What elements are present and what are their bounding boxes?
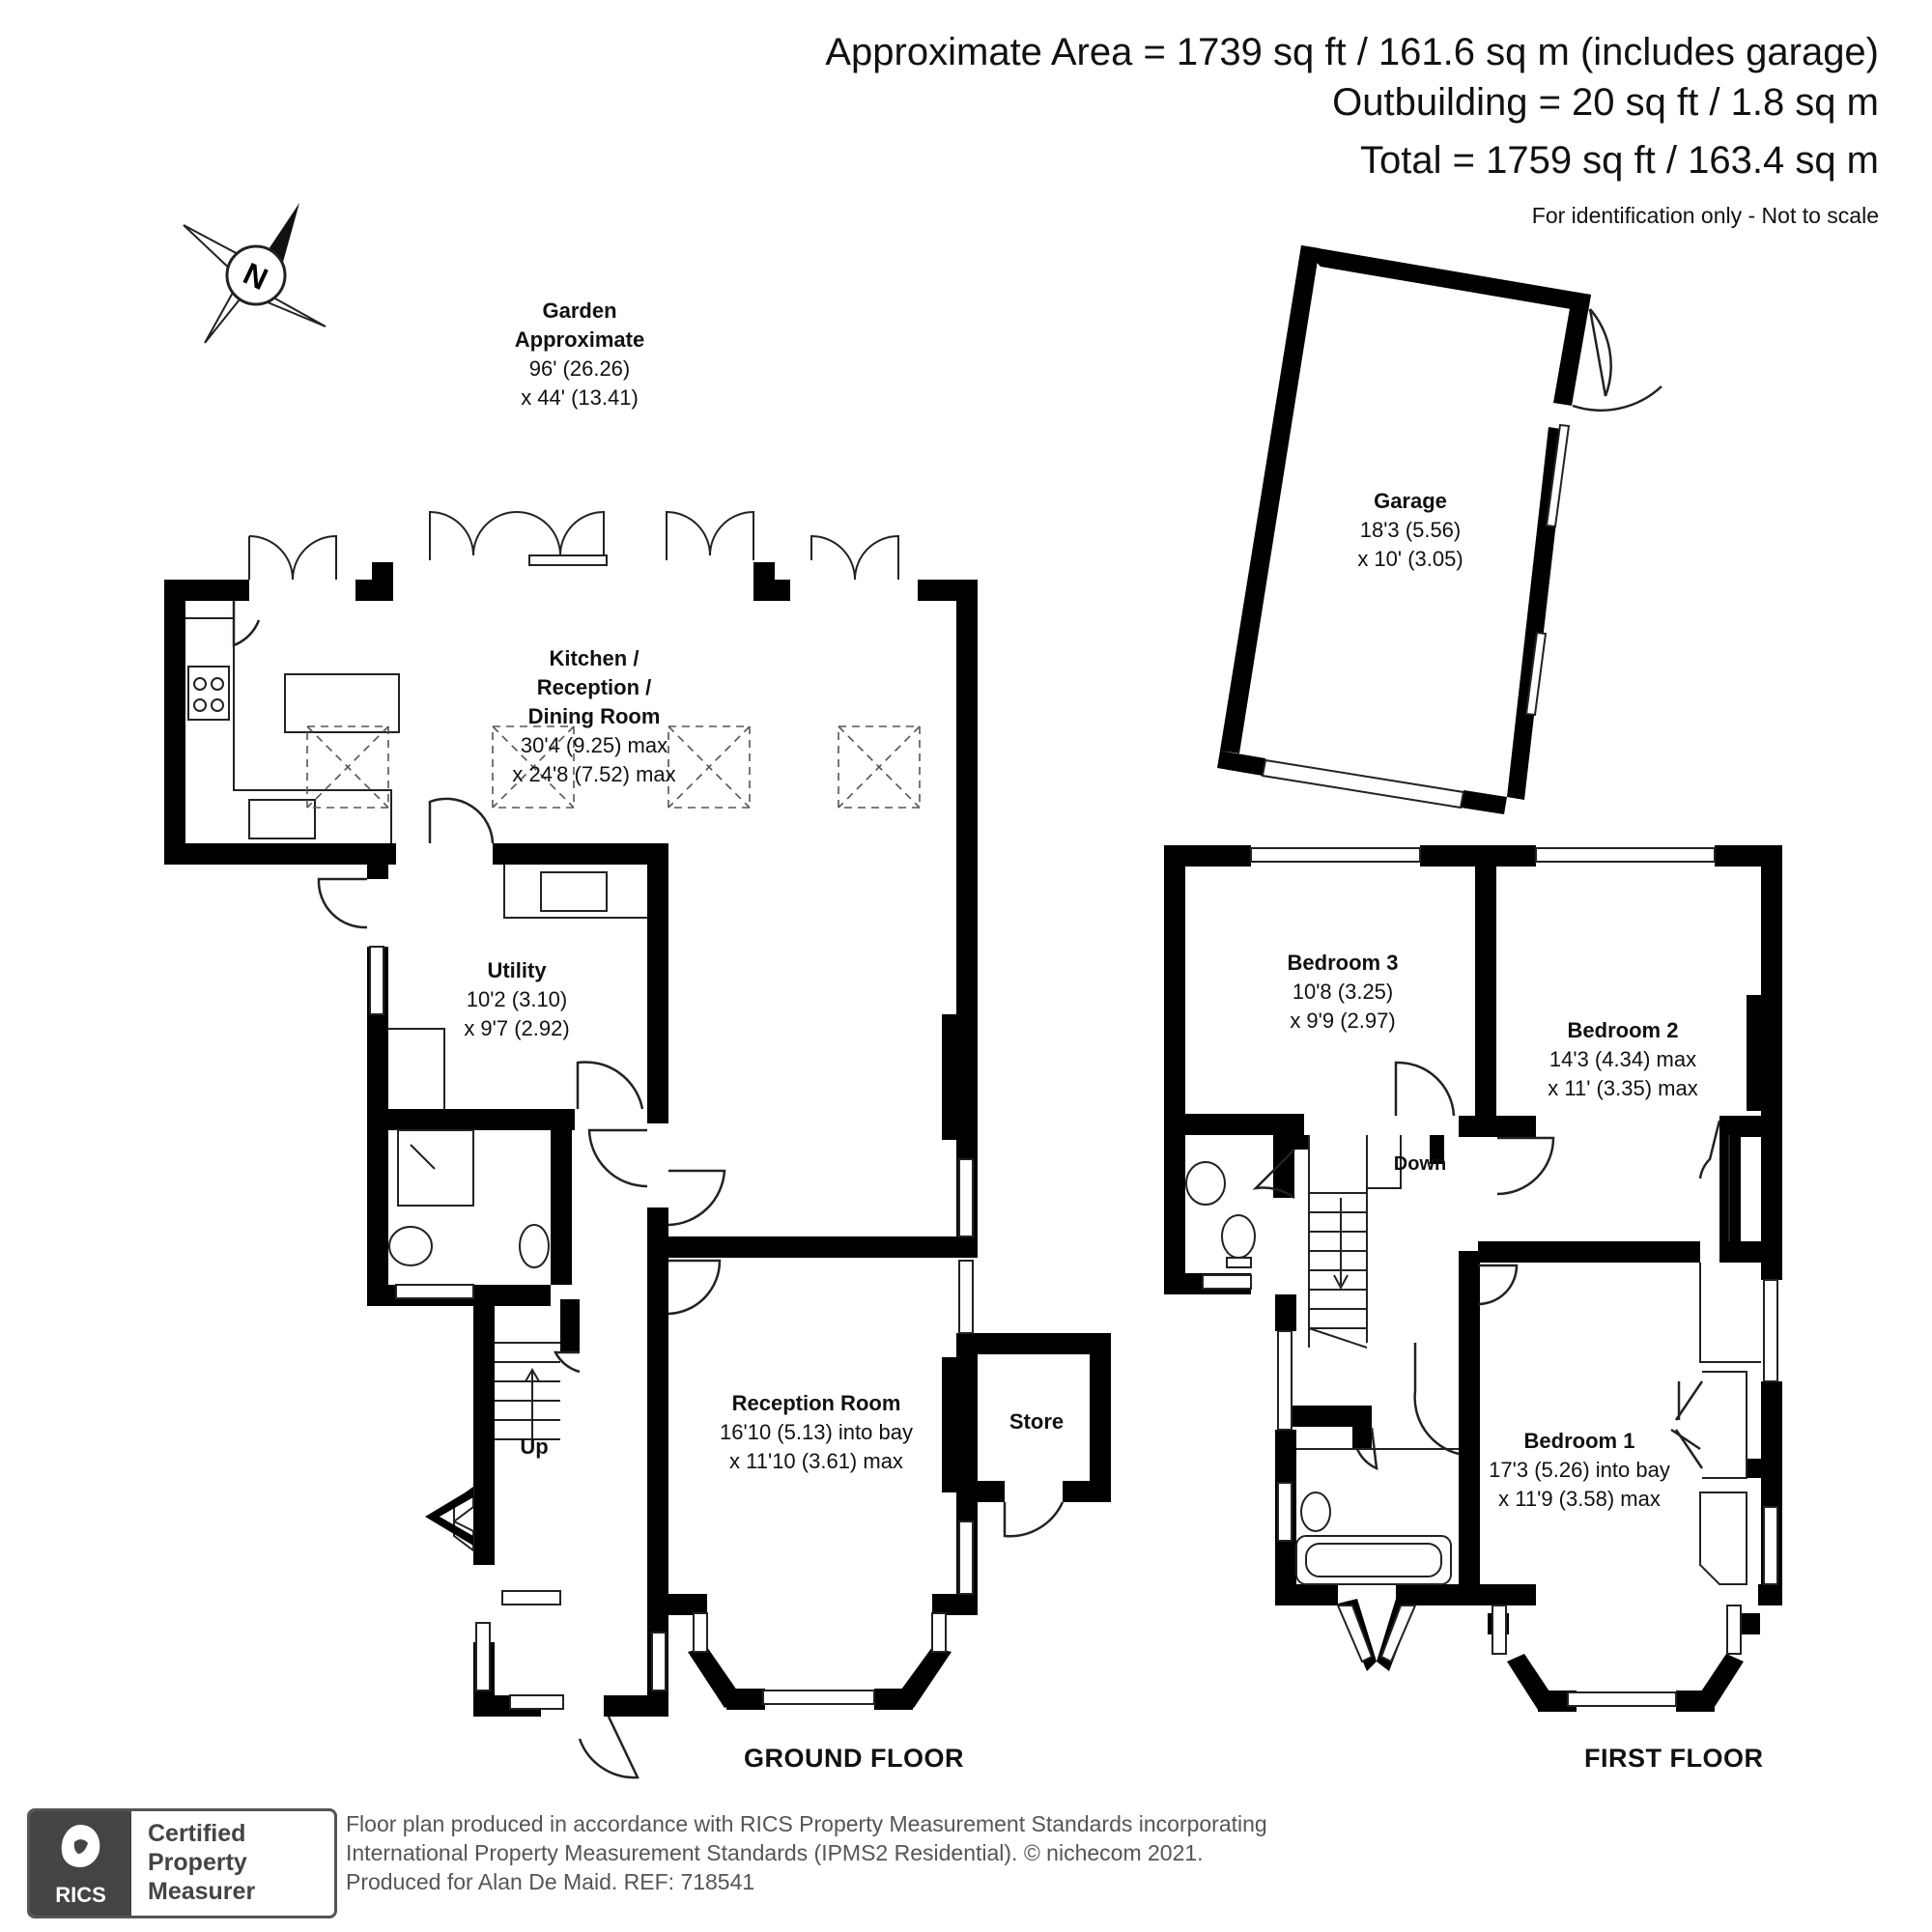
- store-label: Store: [983, 1407, 1090, 1436]
- certified-line: Certified: [148, 1820, 246, 1847]
- garden-title: Garden: [542, 298, 617, 323]
- garage-label: Garage 18'3 (5.56) x 10' (3.05): [1294, 487, 1526, 574]
- room-dimension: 10'2 (3.10): [466, 987, 568, 1011]
- room-dimension: 14'3 (4.34) max: [1548, 1047, 1697, 1071]
- outbuilding-area-text: Outbuilding = 20 sq ft / 1.8 sq m: [1332, 81, 1879, 124]
- garage-walls: [1217, 245, 1591, 814]
- skylights: [306, 725, 921, 809]
- footer-line: Floor plan produced in accordance with R…: [346, 1811, 1267, 1836]
- room-name: Reception Room: [731, 1391, 901, 1415]
- rics-logo: RICS: [30, 1811, 131, 1916]
- room-name: Garage: [1374, 489, 1447, 513]
- room-dimension: x 9'9 (2.97): [1290, 1009, 1396, 1033]
- ground-floor-doors: [317, 797, 1065, 1779]
- total-area-text: Total = 1759 sq ft / 163.4 sq m: [1360, 139, 1879, 182]
- room-name: Reception /: [536, 675, 652, 699]
- stairs-up-label: Up: [520, 1435, 549, 1459]
- room-name: Bedroom 3: [1287, 951, 1399, 975]
- garden-dimension: x 44' (13.41): [521, 385, 639, 410]
- room-name: Bedroom 1: [1523, 1429, 1635, 1453]
- room-dimension: x 9'7 (2.92): [464, 1016, 570, 1040]
- certified-text: Certified Property Measurer: [148, 1819, 255, 1906]
- room-name: Kitchen /: [549, 646, 639, 670]
- bedroom-2-label: Bedroom 2 14'3 (4.34) max x 11' (3.35) m…: [1507, 1016, 1739, 1103]
- certified-line: Measurer: [148, 1878, 256, 1905]
- room-name: Utility: [487, 958, 547, 982]
- garden-label: Garden Approximate 96' (26.26) x 44' (13…: [464, 297, 696, 412]
- garage-side-door: [1588, 308, 1612, 397]
- garden-dimension: 96' (26.26): [528, 356, 631, 381]
- room-dimension: 18'3 (5.56): [1359, 518, 1462, 542]
- kitchen-rear-bifold-doors: [248, 510, 899, 581]
- lion-icon: [61, 1825, 100, 1867]
- stairs-up: [495, 1342, 560, 1440]
- room-dimension: 17'3 (5.26) into bay: [1489, 1458, 1670, 1482]
- kitchen-fittings: [185, 601, 400, 843]
- ground-floor-title: GROUND FLOOR: [744, 1744, 964, 1773]
- room-dimension: 10'8 (3.25): [1292, 980, 1394, 1004]
- first-floor-title: FIRST FLOOR: [1584, 1744, 1764, 1773]
- footer-line: Produced for Alan De Maid. REF: 718541: [346, 1869, 755, 1894]
- rics-text: RICS: [55, 1883, 106, 1907]
- room-name: Store: [1009, 1409, 1065, 1434]
- room-dimension: 16'10 (5.13) into bay: [720, 1420, 913, 1444]
- utility-fittings: [388, 865, 647, 1268]
- stairs-down-label: Down: [1393, 1153, 1447, 1175]
- approximate-area-text: Approximate Area = 1739 sq ft / 161.6 sq…: [825, 31, 1879, 73]
- room-dimension: x 24'8 (7.52) max: [512, 762, 676, 786]
- garage-window: [1545, 423, 1571, 528]
- room-dimension: x 10' (3.05): [1357, 547, 1463, 571]
- room-dimension: x 11' (3.35) max: [1548, 1076, 1698, 1100]
- room-dimension: x 11'9 (3.58) max: [1498, 1487, 1661, 1511]
- bedroom-3-label: Bedroom 3 10'8 (3.25) x 9'9 (2.97): [1227, 949, 1459, 1036]
- ground-floor-walls: [164, 562, 1111, 1717]
- first-floor-windows: [1202, 847, 1778, 1707]
- garage-window: [1524, 631, 1548, 717]
- garden-subtitle: Approximate: [514, 327, 645, 352]
- utility-label: Utility 10'2 (3.10) x 9'7 (2.92): [406, 956, 628, 1043]
- footer-text: Floor plan produced in accordance with R…: [346, 1809, 1267, 1896]
- kitchen-label: Kitchen / Reception / Dining Room 30'4 (…: [449, 644, 739, 789]
- not-to-scale-note: For identification only - Not to scale: [1531, 203, 1879, 228]
- certified-line: Property: [148, 1849, 247, 1876]
- stairs-down: [1308, 1135, 1402, 1349]
- footer-line: International Property Measurement Stand…: [346, 1840, 1204, 1865]
- rics-certified-badge: RICS Certified Property Measurer: [27, 1808, 337, 1918]
- room-name: Bedroom 2: [1567, 1018, 1679, 1042]
- room-dimension: x 11'10 (3.61) max: [729, 1449, 903, 1473]
- compass-icon: [183, 203, 327, 344]
- garage-door-swing: [1572, 385, 1662, 412]
- bedroom-1-label: Bedroom 1 17'3 (5.26) into bay x 11'9 (3…: [1454, 1427, 1705, 1514]
- first-floor-fittings: [1185, 1135, 1761, 1585]
- garage-door: [1261, 758, 1465, 810]
- ground-floor-windows: [369, 946, 974, 1710]
- room-dimension: 30'4 (9.25) max: [520, 733, 668, 757]
- room-name: Dining Room: [527, 704, 661, 728]
- reception-room-label: Reception Room 16'10 (5.13) into bay x 1…: [676, 1389, 956, 1476]
